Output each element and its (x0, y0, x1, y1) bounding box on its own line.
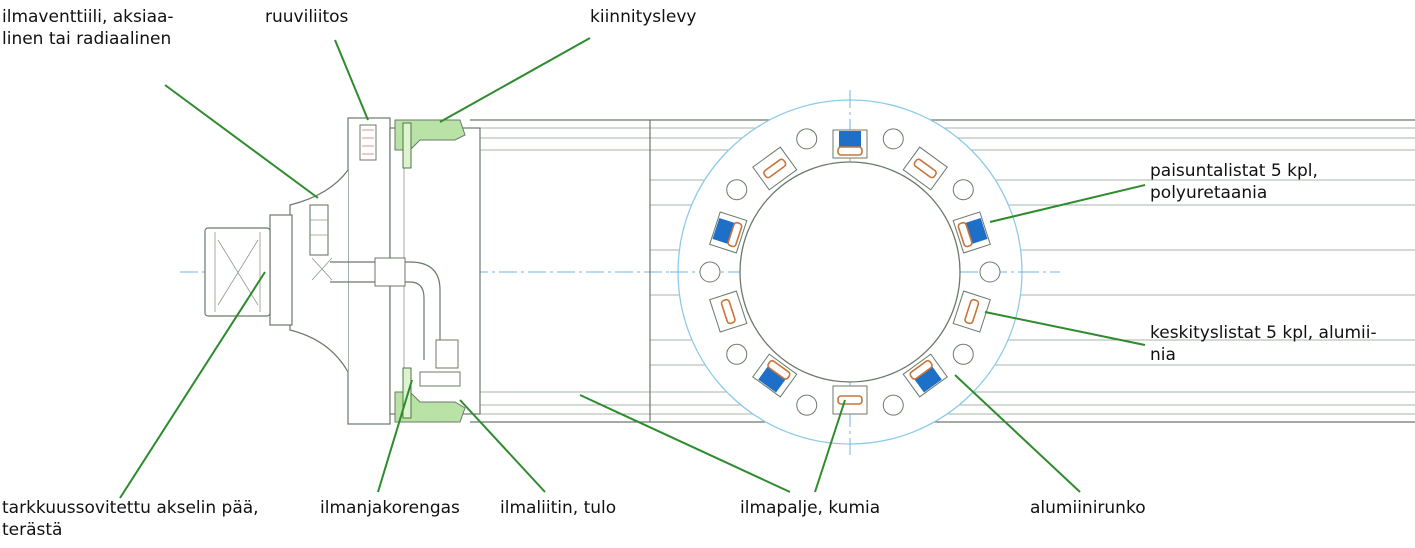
expansion-strip (752, 353, 798, 398)
ring-notch (882, 128, 904, 150)
leader-lines (119, 37, 1146, 499)
ring-notch (979, 261, 1001, 283)
label-centering-strips: keskityslistat 5 kpl, alumii- nia (1150, 323, 1377, 365)
centering-strip (902, 146, 948, 191)
screw-joint (359, 124, 377, 161)
clamping-plate-bottom (394, 367, 466, 423)
cross-section-view (670, 90, 1030, 455)
label-expansion-strips: paisuntalistat 5 kpl, polyuretaania (1150, 161, 1318, 203)
leader-body (954, 374, 1081, 493)
leader-bellows-1 (579, 394, 791, 493)
expansion-strip (952, 211, 991, 254)
ring-notch (796, 128, 818, 150)
ring-notch (726, 179, 748, 201)
leader-valve (164, 84, 319, 199)
ring-notch (952, 343, 974, 365)
ring-notch (796, 394, 818, 416)
leader-bellows-2 (814, 399, 846, 493)
end-cap-flange (204, 117, 481, 425)
label-air-distribution-ring: ilmanjakorengas (320, 498, 460, 518)
leader-shaft (119, 271, 266, 499)
centering-strip (709, 290, 748, 333)
leader-screw (334, 39, 369, 121)
air-inlet-fitting (419, 339, 461, 387)
label-mounting-plate: kiinnityslevy (590, 7, 697, 27)
leader-centering (984, 311, 1146, 346)
ring-notch (882, 394, 904, 416)
label-air-valve: ilmaventtiili, aksiaa- linen tai radiaal… (2, 7, 174, 49)
label-air-bellows: ilmapalje, kumia (740, 498, 881, 518)
centering-strip (832, 385, 868, 415)
ring-notch (699, 261, 721, 283)
leader-plate (439, 37, 591, 123)
label-shaft-end: tarkkuussovitettu akselin pää, terästä (2, 498, 259, 540)
leader-ring (377, 379, 413, 493)
clamping-plate-top (394, 119, 466, 169)
label-aluminium-body: alumiinirunko (1030, 498, 1146, 518)
centering-strip (752, 146, 798, 191)
expansion-strip (832, 129, 868, 159)
ring-notch (726, 343, 748, 365)
centering-strip (952, 290, 991, 333)
expansion-strip (902, 353, 948, 398)
ring-notch (952, 179, 974, 201)
leader-inlet (459, 399, 546, 493)
expansion-strip (709, 211, 748, 254)
label-screw-joint: ruuviliitos (265, 7, 349, 27)
leader-expansion (989, 184, 1146, 223)
label-air-inlet: ilmaliitin, tulo (500, 498, 617, 518)
